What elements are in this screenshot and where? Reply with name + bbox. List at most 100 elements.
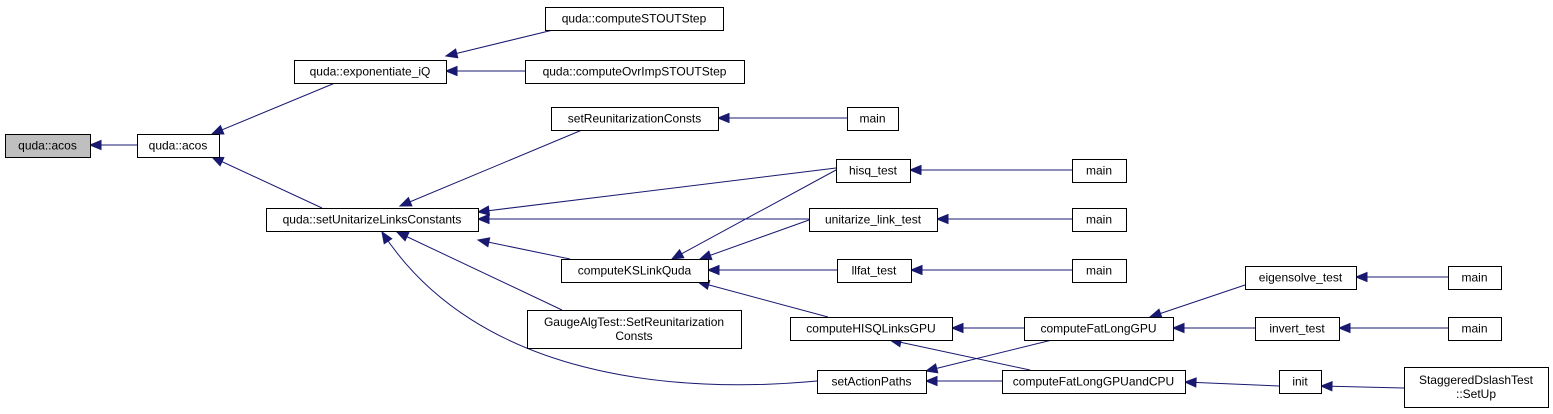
- node-box: [1448, 317, 1502, 341]
- arrowhead-icon: [670, 248, 685, 260]
- node-box: [1002, 370, 1186, 394]
- node-staggered-dslash-test-setup[interactable]: StaggeredDslashTest::SetUp: [1404, 367, 1549, 408]
- node-box: [561, 259, 709, 283]
- node-label: main: [1461, 322, 1487, 336]
- node-box: [790, 317, 953, 341]
- edge-n12-to-n5: [477, 239, 571, 260]
- node-box: [1448, 266, 1502, 290]
- node-invert-test[interactable]: invert_test: [1255, 317, 1340, 341]
- arrowhead-icon: [476, 213, 490, 225]
- node-box: [847, 107, 899, 131]
- node-box: [836, 159, 911, 183]
- node-label: quda::computeOvrImpSTOUTStep: [543, 65, 727, 79]
- node-box: [5, 134, 91, 158]
- node-label: main: [1461, 271, 1487, 285]
- node-compute-stout-step[interactable]: quda::computeSTOUTStep: [545, 7, 724, 31]
- arrowhead-icon: [716, 112, 730, 124]
- arrowhead-icon: [476, 237, 491, 248]
- node-quda-acos[interactable]: quda::acos: [137, 134, 220, 158]
- node-label: main: [1086, 164, 1112, 178]
- arrowhead-icon: [1319, 381, 1333, 392]
- edge-n5-to-n1: [211, 156, 323, 209]
- node-init[interactable]: init: [1279, 370, 1322, 394]
- node-unitarize-link-test[interactable]: unitarize_link_test: [809, 208, 938, 232]
- edge-n16-to-n23: [889, 339, 1031, 371]
- edge-n22-to-n5: [381, 231, 818, 386]
- arrowhead-icon: [88, 139, 102, 151]
- node-set-unitarize-links-constants[interactable]: quda::setUnitarizeLinksConstants: [266, 208, 479, 232]
- node-box: [1255, 317, 1340, 341]
- edge-n3-to-n2: [445, 29, 554, 57]
- node-box: [137, 134, 220, 158]
- edge-n8-to-n5: [477, 167, 837, 213]
- node-label: quda::acos: [149, 139, 208, 153]
- node-label: invert_test: [1269, 322, 1325, 336]
- arrowhead-icon: [444, 48, 459, 59]
- edge-n15-to-n5: [396, 231, 563, 311]
- node-label: Consts: [615, 329, 652, 343]
- arrowhead-icon: [1354, 271, 1368, 283]
- node-compute-hisq-links-gpu[interactable]: computeHISQLinksGPU: [790, 317, 953, 341]
- node-set-reunitarization-consts[interactable]: setReunitarizationConsts: [551, 107, 719, 131]
- node-compute-ovrimp-stout-step[interactable]: quda::computeOvrImpSTOUTStep: [525, 60, 745, 84]
- node-box: [817, 370, 927, 394]
- node-label: llfat_test: [852, 264, 897, 278]
- arrowhead-icon: [706, 264, 720, 276]
- edge-n12-to-n8: [671, 169, 837, 260]
- node-label: StaggeredDslashTest: [1419, 373, 1534, 387]
- edge-n16-to-n12: [697, 281, 829, 318]
- node-label: computeHISQLinksGPU: [806, 322, 935, 336]
- node-compute-kslink-quda[interactable]: computeKSLinkQuda: [561, 259, 709, 283]
- edge-n24-to-n23: [1184, 381, 1280, 387]
- edge-n12-to-n10: [699, 219, 810, 260]
- node-main-2[interactable]: main: [1072, 159, 1127, 183]
- node-label: quda::exponentiate_iQ: [310, 65, 431, 79]
- node-hisq-test[interactable]: hisq_test: [836, 159, 911, 183]
- node-label: computeFatLongGPU: [1040, 322, 1156, 336]
- node-exponentiate-iq[interactable]: quda::exponentiate_iQ: [294, 60, 447, 84]
- node-quda-acos-root[interactable]: quda::acos: [5, 134, 91, 158]
- node-label: setReunitarizationConsts: [568, 112, 701, 126]
- node-box: [527, 310, 742, 349]
- arrowhead-icon: [698, 250, 713, 261]
- arrowhead-icon: [210, 124, 225, 135]
- arrowhead-icon: [1148, 308, 1163, 319]
- node-box: [551, 107, 719, 131]
- node-llfat-test[interactable]: llfat_test: [837, 259, 912, 283]
- arrowhead-icon: [444, 65, 458, 77]
- node-box: [1404, 367, 1549, 408]
- node-main-5[interactable]: main: [1448, 266, 1502, 290]
- node-box: [1072, 159, 1127, 183]
- node-main-6[interactable]: main: [1448, 317, 1502, 341]
- node-eigensolve-test[interactable]: eigensolve_test: [1245, 266, 1357, 290]
- node-compute-fatlong-gpu[interactable]: computeFatLongGPU: [1024, 317, 1174, 341]
- node-label: quda::setUnitarizeLinksConstants: [283, 213, 462, 227]
- node-label: main: [859, 112, 885, 126]
- graph-nodes: quda::acos quda::acos quda::exponentiate_i…: [5, 7, 1549, 408]
- node-box: [1024, 317, 1174, 341]
- node-box: [1072, 259, 1127, 283]
- node-set-action-paths[interactable]: setActionPaths: [817, 370, 927, 394]
- node-label: ::SetUp: [1456, 387, 1496, 401]
- node-main-4[interactable]: main: [1072, 259, 1127, 283]
- node-label: GaugeAlgTest::SetReunitarization: [544, 315, 724, 329]
- node-box: [545, 7, 724, 31]
- node-main-1[interactable]: main: [847, 107, 899, 131]
- node-label: main: [1086, 213, 1112, 227]
- node-box: [294, 60, 447, 84]
- arrowhead-icon: [950, 322, 964, 334]
- node-label: eigensolve_test: [1259, 271, 1343, 285]
- node-compute-fatlong-gpu-and-cpu[interactable]: computeFatLongGPUandCPU: [1002, 370, 1186, 394]
- node-label: unitarize_link_test: [825, 213, 922, 227]
- node-label: main: [1086, 264, 1112, 278]
- edge-n18-to-n17: [1149, 284, 1246, 318]
- node-box: [1279, 370, 1322, 394]
- node-label: setActionPaths: [831, 375, 911, 389]
- edge-n25-to-n24: [1320, 385, 1405, 389]
- node-main-3[interactable]: main: [1072, 208, 1127, 232]
- node-label: hisq_test: [849, 164, 898, 178]
- graph-edges: [88, 29, 1448, 392]
- arrowhead-icon: [381, 230, 393, 245]
